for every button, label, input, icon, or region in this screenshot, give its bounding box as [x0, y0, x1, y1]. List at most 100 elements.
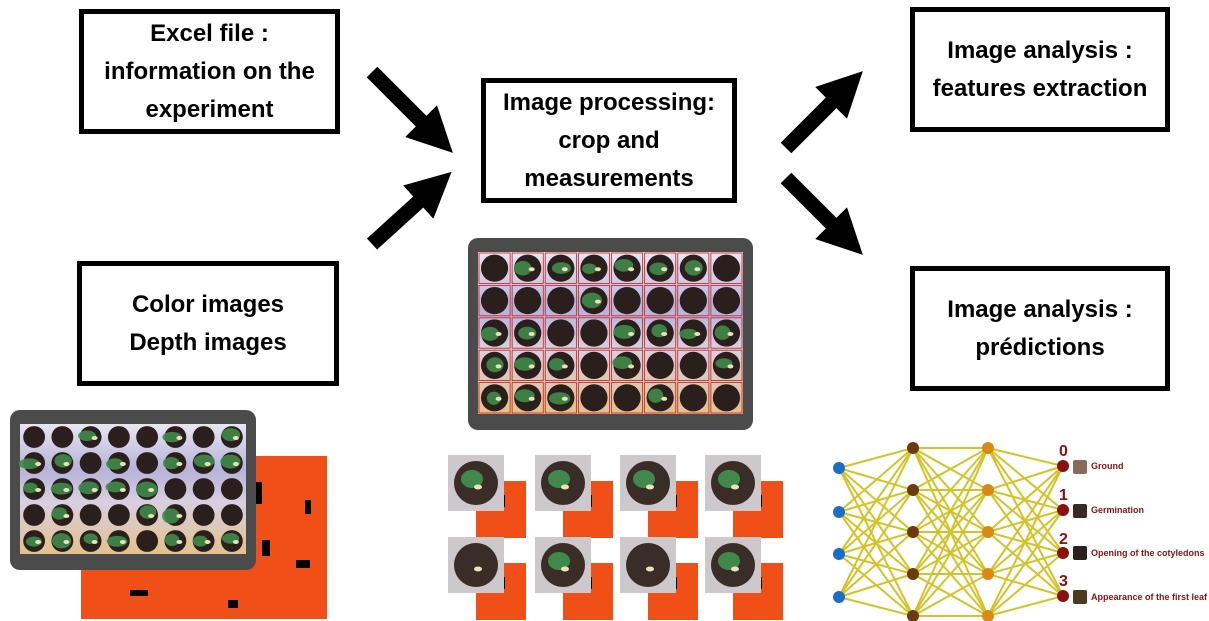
- soil-well: [514, 286, 542, 315]
- processing-line1: Image processing:: [502, 88, 716, 116]
- crop-cell: [511, 252, 544, 284]
- nn-edge: [838, 573, 914, 598]
- seedling-leaf: [135, 481, 158, 498]
- crop-cell: [644, 317, 677, 349]
- color-depth-line1: Color images: [131, 290, 285, 318]
- nn-edge: [987, 465, 1064, 491]
- hidden-node: [982, 568, 994, 580]
- seedling-leaf: [684, 260, 703, 276]
- nn-edge: [912, 447, 989, 617]
- crop-cell: [677, 284, 710, 317]
- excel-box-line3: experiment: [145, 95, 274, 123]
- seedling-cotyledon: [727, 332, 734, 336]
- soil-well: [712, 254, 741, 282]
- class-index-3: 3: [1059, 573, 1068, 590]
- seedling-cotyledon: [232, 540, 239, 544]
- crop-leaf: [718, 552, 740, 570]
- soil-well: [23, 426, 46, 448]
- seedling-leaf: [714, 325, 731, 340]
- soil-well: [480, 286, 509, 315]
- seedling-cotyledon: [63, 514, 70, 518]
- seedling-cotyledon: [661, 332, 668, 336]
- hidden-node: [907, 526, 919, 538]
- soil-well: [613, 286, 641, 315]
- excel-box: Excel file : information on the experime…: [79, 9, 340, 134]
- soil-well: [580, 319, 608, 347]
- class-index-2: 2: [1059, 531, 1068, 548]
- nn-edge: [912, 447, 989, 491]
- crop-cell: [478, 284, 511, 317]
- crop-seed: [561, 566, 569, 572]
- class-index-0: 0: [1059, 443, 1068, 460]
- seedling-leaf: [78, 430, 97, 442]
- crop-well: [626, 543, 670, 587]
- arrow-processing-to-features: [780, 71, 863, 154]
- seedling-cotyledon: [661, 396, 668, 401]
- crop-cell: [511, 284, 544, 317]
- hidden-node: [982, 610, 994, 621]
- nn-edge: [912, 489, 989, 617]
- seedling-cotyledon: [35, 540, 42, 544]
- soil-well: [164, 478, 187, 500]
- seedling-cotyledon: [204, 540, 211, 544]
- crop-cell: [644, 252, 677, 284]
- input-node: [833, 506, 845, 518]
- seedling-leaf: [581, 292, 603, 309]
- nn-edge: [912, 447, 989, 533]
- soil-well: [220, 478, 243, 500]
- soil-well: [679, 286, 707, 315]
- soil-well: [679, 351, 707, 380]
- nn-edge: [838, 489, 914, 598]
- class-index-1: 1: [1059, 487, 1068, 504]
- seedling-leaf: [486, 357, 504, 373]
- seedling-cotyledon: [528, 332, 535, 336]
- seedling-leaf: [582, 263, 597, 274]
- crop-cell: [710, 284, 743, 317]
- seedling-cotyledon: [91, 540, 98, 544]
- crop-cell: [577, 382, 610, 414]
- seedling-cotyledon: [119, 488, 126, 492]
- nn-edge: [987, 552, 1064, 617]
- hidden-node: [907, 442, 919, 454]
- seedling-leaf: [164, 533, 180, 547]
- seedling-leaf: [513, 261, 532, 276]
- seedling-cotyledon: [561, 364, 568, 369]
- crop-seed: [646, 484, 654, 490]
- seedling-cotyledon: [176, 462, 183, 466]
- seedling-cotyledon: [628, 332, 635, 336]
- crop-leaf: [633, 470, 655, 488]
- nn-edge: [987, 509, 1064, 617]
- crop-cell: [577, 252, 610, 284]
- processing-line2: crop and: [558, 126, 660, 154]
- seedling-cotyledon: [148, 514, 155, 518]
- class-label-2: Opening of the cotyledons: [1091, 548, 1205, 558]
- input-node: [833, 591, 845, 603]
- hidden-node: [982, 484, 994, 496]
- crop-cell: [677, 317, 710, 349]
- color-depth-box: Color images Depth images: [77, 261, 339, 386]
- soil-well: [23, 504, 46, 526]
- crop-seed: [474, 484, 482, 490]
- output-node: [1057, 504, 1069, 516]
- crop-leaf: [461, 470, 483, 488]
- soil-well: [646, 351, 674, 380]
- crop-cell: [611, 349, 644, 382]
- seedling-cotyledon: [176, 514, 183, 518]
- seedling-cotyledon: [694, 332, 701, 336]
- seedling-cotyledon: [91, 488, 98, 492]
- soil-well: [712, 384, 741, 412]
- crop-seed: [561, 484, 569, 490]
- crop-cell: [644, 284, 677, 317]
- seedling-cotyledon: [232, 436, 239, 440]
- seedling-cotyledon: [63, 488, 70, 492]
- seedling-leaf: [162, 508, 180, 524]
- nn-edge: [838, 447, 914, 598]
- seedling-leaf: [486, 391, 502, 405]
- seedling-cotyledon: [63, 462, 70, 466]
- crop-cell: [677, 349, 710, 382]
- arrow-processing-to-predictions: [780, 172, 863, 255]
- seedling-cotyledon: [528, 396, 535, 401]
